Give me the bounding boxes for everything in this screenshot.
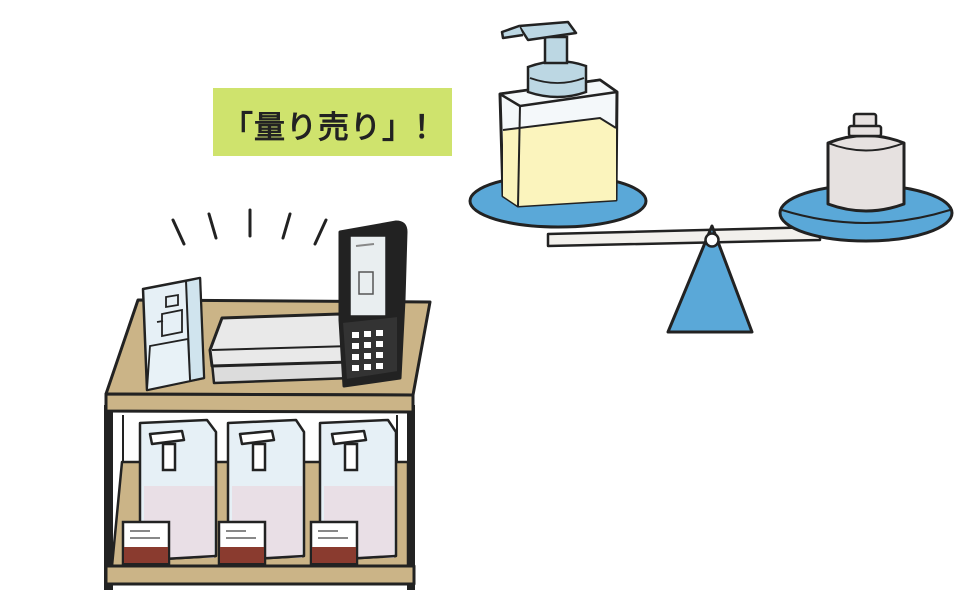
soap-dispenser-icon [498, 20, 619, 208]
price-card-1 [121, 520, 171, 566]
counterweight-icon [826, 112, 906, 213]
dispenser-liquid [503, 118, 616, 206]
balance-scale-icon [468, 20, 954, 334]
balance-pivot [704, 232, 720, 248]
price-card-3 [309, 520, 359, 566]
emphasis-lines [171, 208, 328, 246]
refill-station-icon [104, 220, 432, 590]
instruction-sign [141, 276, 206, 392]
balance-fulcrum [666, 224, 754, 334]
balance-beam [546, 225, 822, 248]
payment-terminal-icon [338, 220, 408, 388]
price-card-2 [217, 520, 267, 566]
stand-leg-left [104, 405, 113, 590]
caption-highlight [213, 88, 452, 156]
weighing-scale-icon [208, 312, 354, 385]
caption-text: 「量り売り」！ [222, 109, 446, 146]
stand-leg-right [407, 405, 415, 590]
